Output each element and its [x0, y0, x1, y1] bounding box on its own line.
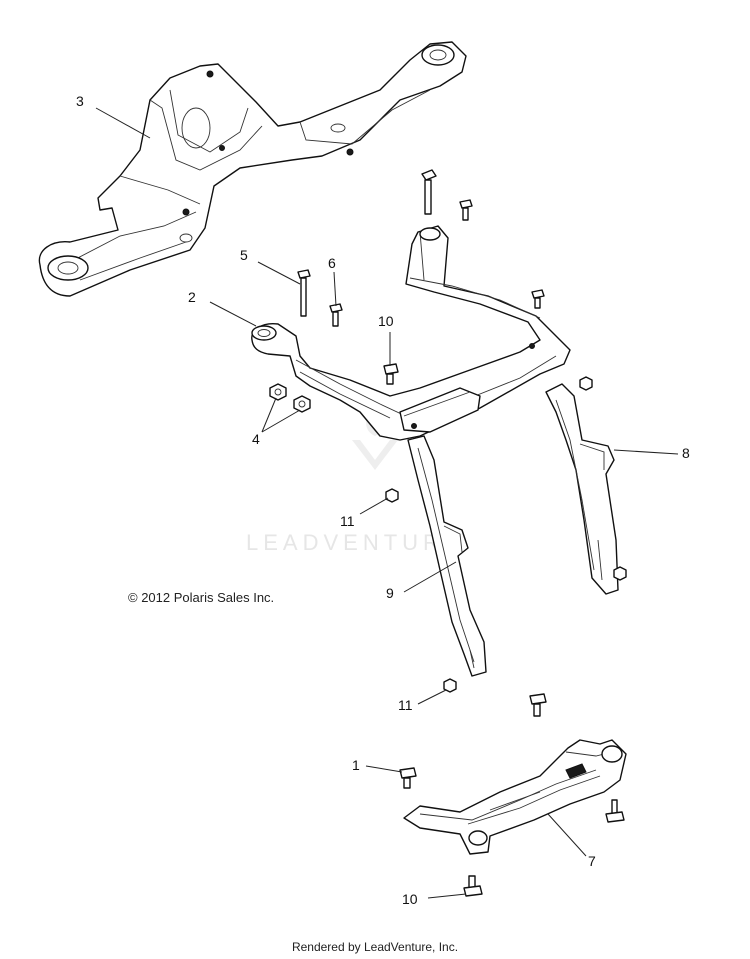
callout-2: 2 [188, 289, 196, 305]
leader-4a [261, 397, 277, 433]
leader-9 [403, 561, 457, 593]
nut-upper-right [579, 376, 593, 391]
leader-2 [209, 301, 257, 327]
leader-11-lower [417, 689, 447, 705]
callout-9: 9 [386, 585, 394, 601]
bolt-part-10-lower [463, 875, 483, 897]
part-3-upper-frame [38, 41, 467, 297]
callout-3: 3 [76, 93, 84, 109]
nut-right-rail-foot [613, 566, 627, 581]
callout-labels: 3 5 6 2 10 4 8 11 9 11 1 7 10 [76, 93, 690, 907]
nut-part-11-a [385, 488, 399, 503]
callout-10-upper: 10 [378, 313, 394, 329]
callout-10-lower: 10 [402, 891, 418, 907]
copyright-notice: © 2012 Polaris Sales Inc. [128, 590, 275, 605]
bolt-lower-right [605, 799, 625, 823]
callout-5: 5 [240, 247, 248, 263]
nut-part-11-b [443, 678, 457, 693]
leader-1 [365, 765, 403, 773]
leader-4b [261, 409, 301, 433]
part-8-right-side-rail [545, 383, 619, 595]
part-2-middle-frame [251, 225, 571, 441]
leader-lines [95, 107, 679, 899]
callout-1: 1 [352, 757, 360, 773]
leader-5 [257, 261, 301, 285]
bolt-part-10-upper [383, 363, 399, 385]
bolt-upper-right-long [421, 169, 437, 215]
part-7-lower-crossmember [403, 739, 627, 855]
bolt-right-of-frame [531, 289, 545, 309]
bolt-upper-right-short [459, 199, 473, 221]
nut-part-4-a [269, 383, 287, 401]
callout-11-upper: 11 [340, 513, 355, 529]
leader-8 [613, 449, 679, 455]
render-credit-footer: Rendered by LeadVenture, Inc. [291, 940, 459, 954]
leader-6 [333, 271, 337, 307]
callout-8: 8 [682, 445, 690, 461]
bolt-part-5 [297, 269, 311, 317]
bolt-lower-middle [529, 693, 547, 717]
watermark-text: LEADVENTURE [246, 530, 464, 555]
leader-3 [95, 107, 151, 139]
bolt-part-6 [329, 303, 343, 327]
bolt-part-1 [399, 767, 417, 789]
callout-6: 6 [328, 255, 336, 271]
leader-11-upper [359, 497, 389, 515]
leader-7 [547, 813, 587, 857]
nut-part-4-b [293, 395, 311, 413]
callout-4: 4 [252, 431, 260, 447]
part-9-left-side-rail [407, 435, 487, 677]
leader-10-lower [427, 893, 467, 899]
callout-11-lower: 11 [398, 697, 413, 713]
callout-7: 7 [588, 853, 596, 869]
